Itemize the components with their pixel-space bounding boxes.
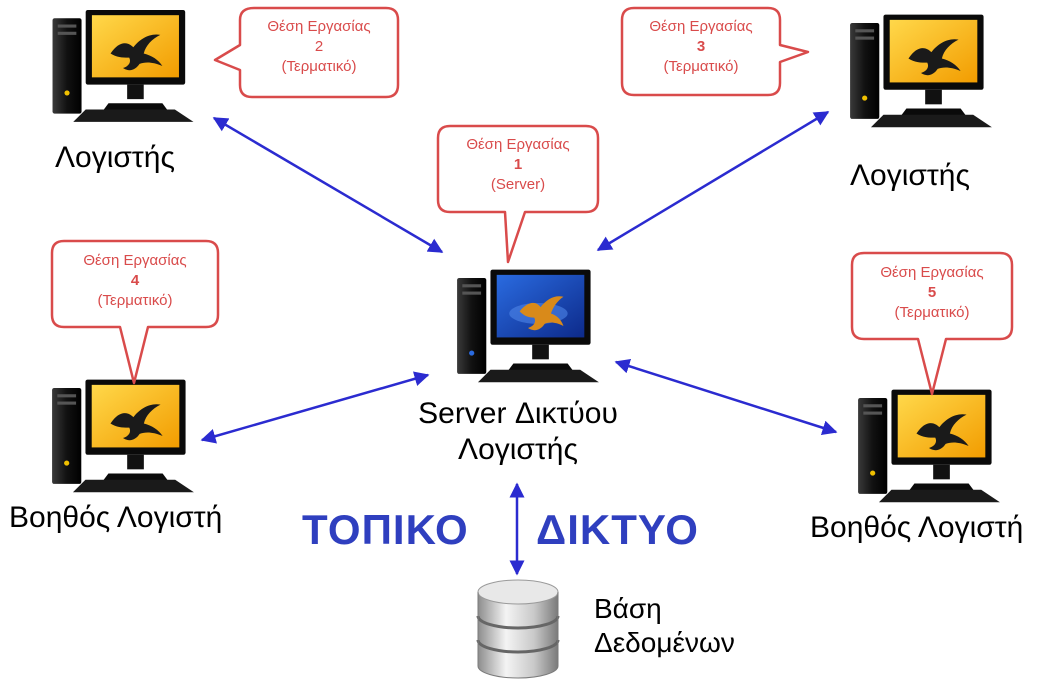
network-label-word2: ΔΙΚΤΥΟ bbox=[536, 506, 699, 553]
bubble-shapes bbox=[50, 6, 1014, 396]
bubble-ws5: Θέση Εργασίας 5 (Τερματικό) bbox=[852, 263, 1012, 323]
bubble-ws4-role: (Τερματικό) bbox=[97, 292, 173, 309]
label-server-line1: Server Δικτύου bbox=[418, 397, 618, 430]
bubble-ws5-title: Θέση Εργασίας bbox=[880, 264, 984, 281]
computer-icon-ws4 bbox=[52, 379, 194, 493]
label-server-line2: Λογιστής bbox=[458, 433, 578, 466]
bubble-ws2: Θέση Εργασίας 2 (Τερματικό) bbox=[240, 17, 398, 77]
bubble-ws3: Θέση Εργασίας 3 (Τερματικό) bbox=[622, 17, 780, 77]
bubble-ws3-title: Θέση Εργασίας bbox=[649, 18, 753, 35]
bubble-ws1-shape bbox=[436, 124, 600, 264]
bubble-ws4: Θέση Εργασίας 4 (Τερματικό) bbox=[52, 251, 218, 311]
label-server: Server Δικτύου Λογιστής bbox=[398, 396, 638, 468]
bubble-ws3-shape bbox=[620, 6, 810, 97]
database-label-line2: Δεδομένων bbox=[594, 627, 735, 658]
bubble-ws2-shape bbox=[213, 6, 400, 99]
bubble-ws4-number: 4 bbox=[130, 272, 140, 289]
server-computer-icon bbox=[457, 269, 599, 383]
bubble-ws5-shape bbox=[850, 251, 1014, 396]
bubble-ws4-shape bbox=[50, 239, 220, 385]
arrow-ws2-server bbox=[212, 116, 444, 254]
bubble-ws3-number: 3 bbox=[696, 38, 706, 55]
network-label-word1: ΤΟΠΙΚΟ bbox=[302, 506, 469, 553]
bubble-ws2-number: 2 bbox=[314, 38, 324, 55]
arrow-ws3-server bbox=[596, 110, 830, 252]
database-icon bbox=[476, 579, 560, 679]
label-ws2: Λογιστής bbox=[55, 141, 175, 174]
bubble-ws1-number: 1 bbox=[513, 156, 523, 173]
bubble-ws1-title: Θέση Εργασίας bbox=[466, 136, 570, 153]
database-label-line1: Βάση bbox=[594, 593, 662, 624]
bubble-ws4-title: Θέση Εργασίας bbox=[83, 252, 187, 269]
bubble-ws5-number: 5 bbox=[927, 284, 937, 301]
bubble-ws1: Θέση Εργασίας 1 (Server) bbox=[438, 135, 598, 195]
arrow-ws4-server bbox=[200, 371, 430, 444]
computer-icon-ws5 bbox=[858, 389, 1000, 503]
bubble-ws2-title: Θέση Εργασίας bbox=[267, 18, 371, 35]
bubble-ws5-role: (Τερματικό) bbox=[894, 304, 970, 321]
arrow-ws5-server bbox=[614, 358, 838, 436]
label-ws5: Βοηθός Λογιστή bbox=[810, 511, 1024, 544]
label-ws3: Λογιστής bbox=[850, 159, 970, 192]
computer-icon-ws2 bbox=[52, 10, 194, 122]
bubble-ws1-role: (Server) bbox=[490, 176, 546, 193]
bubble-ws2-role: (Τερματικό) bbox=[281, 58, 357, 75]
label-ws4: Βοηθός Λογιστή bbox=[9, 501, 223, 534]
computer-icon-ws3 bbox=[850, 14, 992, 128]
connection-arrows bbox=[200, 110, 838, 576]
bubble-ws3-role: (Τερματικό) bbox=[663, 58, 739, 75]
database-label: Βάση Δεδομένων bbox=[594, 592, 735, 660]
